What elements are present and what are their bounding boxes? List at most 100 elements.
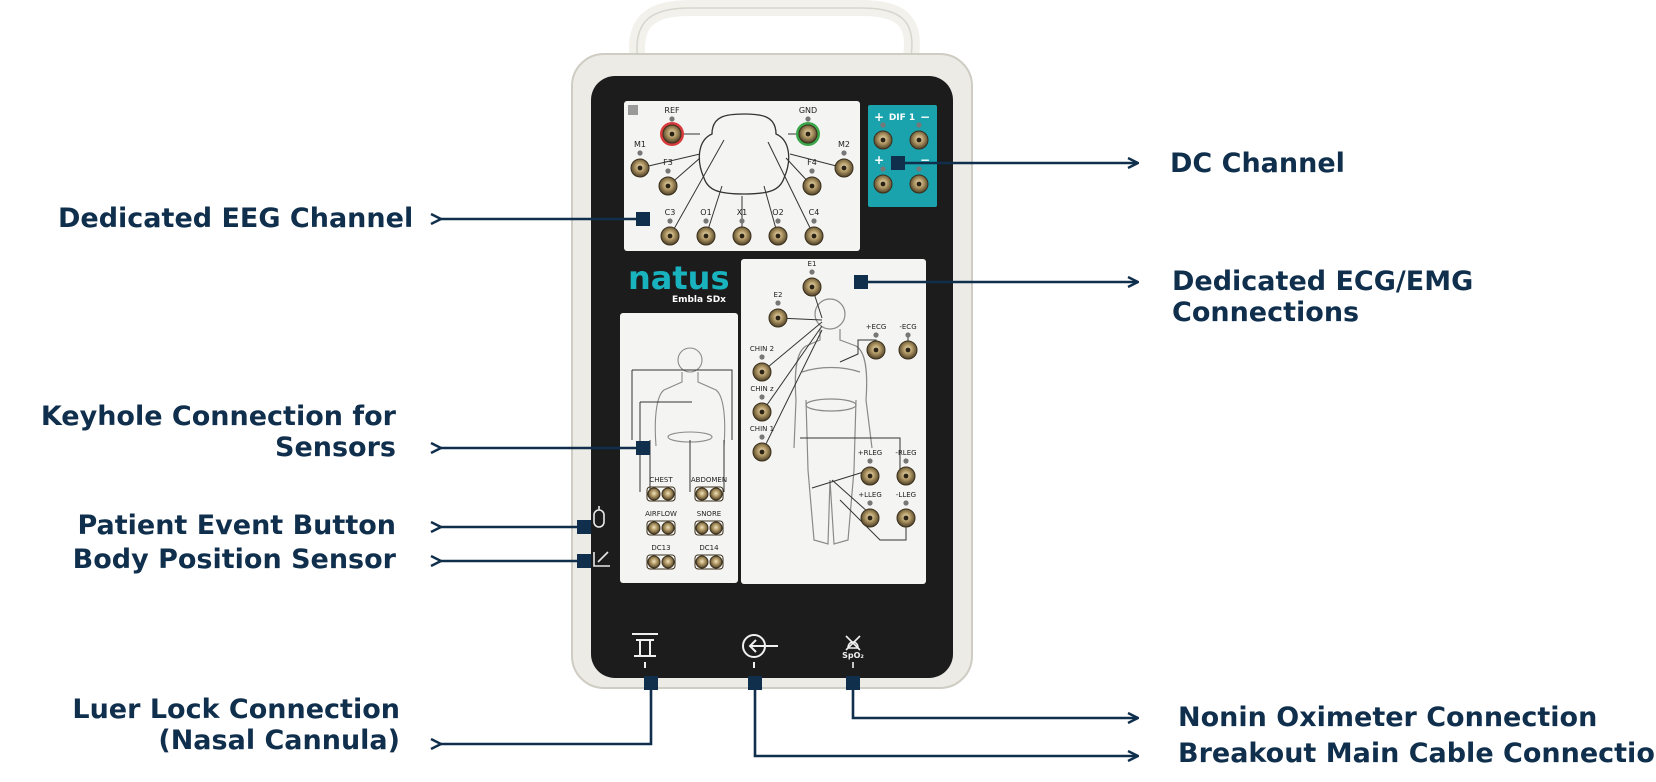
callout-dedicated-eeg: Dedicated EEG Channel (58, 203, 413, 234)
head-outline (698, 113, 790, 195)
breakout-cable-icon (742, 634, 778, 668)
sensor-label-abdomen: ABDOMEN (691, 476, 727, 484)
eeg-label-m1: M1 (634, 140, 646, 149)
dc-plus-sign-2: + (874, 153, 884, 167)
callout-dc-channel-line1: DC Channel (1170, 148, 1345, 179)
dc-jack-4 (909, 166, 929, 194)
callout-ecg-emg: Dedicated ECG/EMG Connections (1172, 266, 1473, 328)
callout-body-position-line1: Body Position Sensor (72, 544, 396, 575)
eeg-label-o1: O1 (700, 208, 711, 217)
callout-luer-lock: Luer Lock Connection (Nasal Cannula) (72, 694, 400, 756)
ecg-jack-8 (896, 458, 916, 486)
callout-ecg-emg-line1: Dedicated ECG/EMG (1172, 266, 1474, 297)
ecg-label-4: CHIN 2 (750, 345, 774, 353)
eeg-label-x1: X1 (737, 208, 748, 217)
dc-jack-3 (873, 166, 893, 194)
marker-body-position (577, 554, 591, 568)
eeg-label-f3: F3 (663, 158, 673, 167)
sensor-jack-chest (646, 486, 676, 502)
sensor-label-dc14: DC14 (699, 544, 719, 552)
eeg-jack-c3 (660, 218, 680, 246)
ecg-label-10: -LLEG (896, 491, 916, 499)
leader-luer-lock (441, 683, 653, 744)
marker-luer (644, 676, 658, 690)
leader-breakout (753, 683, 1138, 756)
sensor-jack-snore (694, 520, 724, 536)
eeg-jack-o1 (696, 218, 716, 246)
sensor-label-airflow: AIRFLOW (645, 510, 677, 518)
callout-luer-lock-line1: Luer Lock Connection (72, 694, 400, 725)
dc-jack-2 (909, 122, 929, 150)
ecg-jack-10 (896, 500, 916, 528)
eeg-jack-c4 (804, 218, 824, 246)
dc-minus-sign-2: − (920, 153, 930, 167)
marker-patient-event (577, 520, 591, 534)
callout-body-position: Body Position Sensor (73, 544, 396, 575)
eeg-jack-m1 (630, 150, 650, 178)
ecg-jack-6 (752, 434, 772, 462)
ecg-jack-2 (866, 332, 886, 360)
model-name: Embla SDx (672, 295, 726, 305)
ecg-label-1: E2 (774, 291, 783, 299)
marker-keyhole (636, 441, 650, 455)
dc-jack-1 (873, 122, 893, 150)
dc-plus-sign: + (874, 110, 884, 124)
sensor-jack-abdomen (694, 486, 724, 502)
ecg-label-2: +ECG (866, 323, 887, 331)
ecg-jack-0 (802, 269, 822, 297)
spo2-label: SpO₂ (842, 651, 864, 660)
ecg-jack-7 (860, 458, 880, 486)
callout-breakout: Breakout Main Cable Connection (1178, 738, 1656, 769)
callout-patient-event: Patient Event Button (77, 510, 396, 541)
marker-breakout (748, 676, 762, 690)
eeg-label-ref: REF (664, 106, 680, 115)
ecg-jack-1 (768, 300, 788, 328)
eeg-label-f4: F4 (807, 158, 817, 167)
callout-keyhole-line2: Sensors (275, 432, 396, 463)
luer-lock-icon (632, 633, 658, 668)
callout-dc-channel: DC Channel (1170, 148, 1345, 179)
ecg-label-3: -ECG (899, 323, 916, 331)
marker-ecg (854, 275, 868, 289)
ecg-label-5: CHIN z (750, 385, 774, 393)
ecg-jack-5 (752, 394, 772, 422)
sensor-label-chest: CHEST (649, 476, 673, 484)
sensor-panel (620, 313, 738, 583)
ecg-label-7: +RLEG (858, 449, 882, 457)
dc-panel-title: DIF 1 (889, 113, 915, 123)
ecg-jack-4 (752, 354, 772, 382)
ecg-label-9: +LLEG (858, 491, 882, 499)
callout-breakout-line1: Breakout Main Cable Connection (1178, 738, 1656, 769)
ecg-label-6: CHIN 1 (750, 425, 774, 433)
callout-keyhole-line1: Keyhole Connection for (40, 401, 396, 432)
eeg-label-c4: C4 (809, 208, 820, 217)
sensor-label-snore: SNORE (697, 510, 721, 518)
brand-logo: natus (628, 259, 730, 297)
marker-eeg (636, 212, 650, 226)
eeg-jack-x1 (732, 218, 752, 246)
ecg-label-8: -RLEG (895, 449, 916, 457)
patient-event-icon (593, 506, 605, 528)
eeg-label-o2: O2 (772, 208, 783, 217)
ecg-jack-9 (860, 500, 880, 528)
ecg-jack-3 (898, 332, 918, 360)
eeg-jack-gnd (796, 116, 820, 146)
spo2-icon (845, 635, 861, 668)
ecg-label-0: E1 (808, 260, 817, 268)
leader-nonin (851, 683, 1138, 718)
callout-patient-event-line1: Patient Event Button (77, 510, 396, 541)
sensor-jack-dc13 (646, 554, 676, 570)
eeg-jack-ref (660, 116, 684, 146)
dc-minus-sign: − (920, 110, 930, 124)
ecg-emg-panel (741, 259, 926, 584)
callout-ecg-emg-line2: Connections (1172, 297, 1360, 328)
sensor-label-dc13: DC13 (651, 544, 670, 552)
marker-nonin (846, 676, 860, 690)
eeg-label-m2: M2 (838, 140, 850, 149)
eeg-jack-m2 (834, 150, 854, 178)
callout-keyhole: Keyhole Connection for Sensors (41, 401, 396, 463)
body-position-icon (593, 551, 610, 567)
callout-dedicated-eeg-line1: Dedicated EEG Channel (58, 203, 414, 234)
eeg-label-c3: C3 (665, 208, 676, 217)
